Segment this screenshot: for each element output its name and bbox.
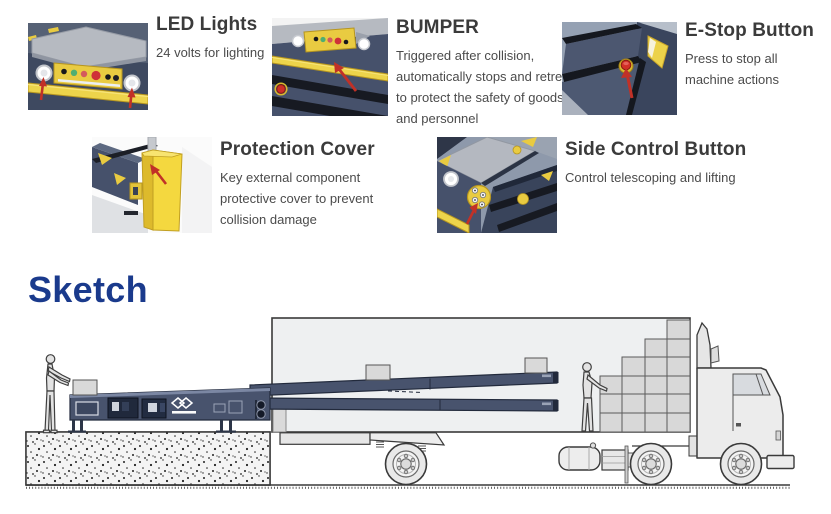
- front-bumper: [766, 454, 795, 470]
- feature-description: Triggered after collision, automatically…: [396, 48, 580, 126]
- side-section: [481, 165, 557, 233]
- sketch-heading: Sketch: [28, 269, 148, 310]
- bumper-photo: [272, 18, 388, 116]
- feature-e-stop: E-Stop Button Press to stop all machine …: [562, 20, 819, 115]
- sketch-drawing: [25, 317, 795, 489]
- door-handle: [736, 423, 741, 427]
- loading-dock: [25, 431, 271, 486]
- red-arrow-icon: [334, 62, 358, 92]
- fuel-cap: [589, 442, 597, 449]
- drive-wheel: [629, 442, 673, 486]
- led-light-icon: [443, 171, 459, 187]
- estop-button-icon: [274, 82, 288, 96]
- e-stop-photo: [562, 22, 677, 115]
- feature-description: Press to stop all machine actions: [685, 51, 779, 87]
- feature-title: BUMPER: [396, 17, 479, 38]
- air-deflector: [696, 321, 712, 369]
- side-control-button-photo: [437, 137, 557, 233]
- red-arrow-icon: [39, 77, 47, 101]
- carton-stack: [599, 319, 691, 433]
- feature-title: E-Stop Button: [685, 20, 814, 41]
- red-arrow-icon: [150, 164, 168, 185]
- feature-led-lights: LED Lights 24 volts for lighting: [28, 14, 316, 110]
- carton-on-belt: [524, 357, 548, 374]
- feature-description: 24 volts for lighting: [156, 45, 265, 60]
- feature-description: Key external component protective cover …: [220, 170, 374, 227]
- feature-title: Side Control Button: [565, 139, 747, 160]
- red-arrow-icon: [621, 68, 634, 99]
- mud-flap: [624, 445, 629, 484]
- led-light-right: [123, 74, 141, 92]
- machine-deck: [562, 28, 642, 74]
- red-arrow-icon: [465, 203, 478, 225]
- conveyor-logo: [170, 397, 196, 414]
- side-control-dial: [466, 184, 492, 210]
- truck-chassis-equipment: [558, 435, 698, 484]
- trailer-undercarriage: [279, 432, 446, 486]
- feature-side-control-button: Side Control Button Control telescoping …: [437, 137, 777, 233]
- carton-at-feed-end: [72, 379, 98, 396]
- feature-title: LED Lights: [156, 14, 258, 35]
- hazard-plate: [647, 35, 669, 69]
- led-light-right: [357, 37, 371, 51]
- led-lights-photo: [28, 23, 148, 110]
- telescopic-conveyor-base: [68, 387, 271, 433]
- floor: [92, 195, 148, 233]
- worker-in-trailer: [581, 362, 608, 432]
- led-light-left: [35, 64, 53, 82]
- protection-cover-photo: [92, 137, 212, 233]
- feature-protection-cover: Protection Cover Key external component …: [92, 137, 410, 233]
- led-light-left: [291, 34, 305, 48]
- truck-cab: [629, 321, 795, 486]
- trailer-wheel: [384, 442, 428, 486]
- worker-on-dock: [42, 354, 71, 434]
- feature-title: Protection Cover: [220, 139, 375, 160]
- bumper-bar: [437, 208, 470, 233]
- front-wheel: [719, 442, 763, 486]
- ground-line: [26, 484, 790, 489]
- telescopic-booms: [249, 371, 559, 412]
- red-arrow-icon: [127, 87, 136, 109]
- feature-description: Control telescoping and lifting: [565, 170, 736, 185]
- feature-bumper: BUMPER Triggered after collision, automa…: [272, 17, 582, 129]
- carton-on-belt: [365, 364, 391, 381]
- protection-cover: [141, 149, 183, 232]
- bumper-bar: [28, 82, 148, 105]
